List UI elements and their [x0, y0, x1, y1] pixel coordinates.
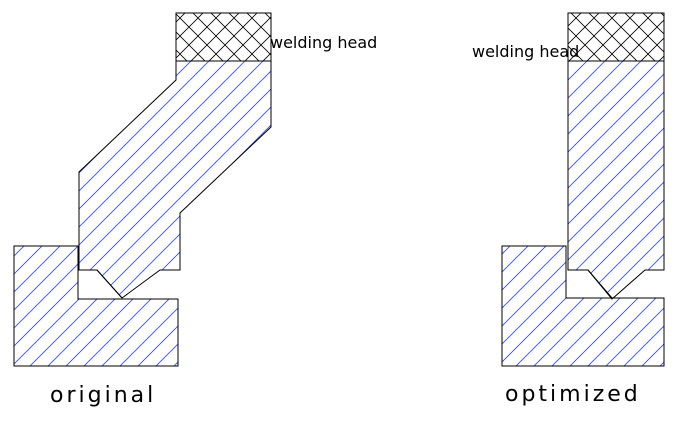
upper-tool-part — [567, 60, 665, 300]
welding-head-block — [567, 12, 665, 62]
welding-head-block — [175, 12, 272, 62]
joint-notch — [568, 269, 613, 299]
caption-optimized: optimized — [505, 382, 641, 407]
caption-original: original — [50, 383, 156, 408]
welding-head-label: welding head — [270, 33, 377, 52]
upper-tool-part — [78, 60, 272, 299]
joint-notch — [79, 269, 123, 299]
lower-base-part — [13, 245, 179, 367]
optimized-diagram: welding head optimized — [472, 12, 665, 407]
lower-base-part — [501, 245, 665, 367]
original-diagram: welding head original — [13, 12, 377, 408]
welding-head-label: welding head — [472, 42, 579, 61]
